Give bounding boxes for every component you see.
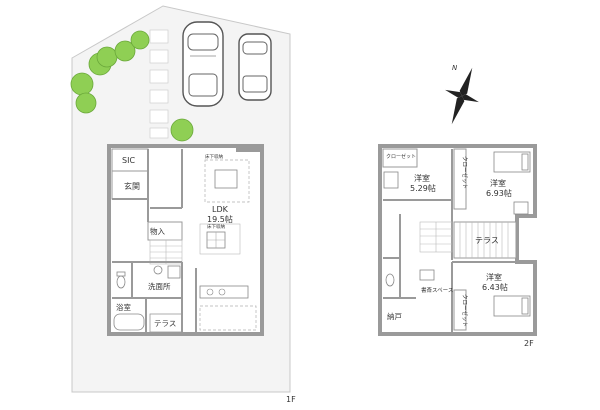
room-label-closet-top: クローゼット (386, 153, 416, 160)
room-label-closet-mid: クローゼット (461, 156, 469, 189)
room-label-floor-storage-b: 床下収納 (207, 223, 225, 230)
room-label-western2: 洋室 (490, 178, 506, 188)
floor1-plan (107, 144, 264, 336)
compass-icon (445, 67, 479, 125)
car-icon (182, 21, 224, 107)
room-label-study: 書斎スペース (421, 286, 453, 294)
floor2-plan (378, 144, 537, 336)
room-label-storage: 物入 (150, 226, 165, 236)
room-label-entrance: 玄関 (124, 181, 140, 191)
room-label-sic: SIC (122, 156, 135, 165)
room-label-western1-area: 5.29帖 (410, 183, 436, 193)
driveway-paving (149, 29, 169, 139)
room-label-western3: 洋室 (486, 272, 502, 282)
floor-label-2f: 2F (524, 339, 534, 348)
floor1-labels: SIC 玄関 LDK 19.5帖 物入 洗面所 浴室 テラス 床下収納 床下収納… (116, 153, 296, 404)
room-label-terrace: テラス (154, 319, 176, 328)
room-label-washroom: 洗面所 (148, 281, 171, 291)
floor2-labels: クローゼット 洋室 5.29帖 クローゼット 洋室 6.93帖 テラス 書斎スペ… (386, 153, 534, 348)
room-label-western1: 洋室 (414, 173, 430, 183)
room-label-western2-area: 6.93帖 (486, 188, 512, 198)
room-label-closet-small: 納戸 (387, 311, 402, 321)
car-icon (238, 33, 272, 101)
room-label-ldk: LDK (212, 205, 229, 214)
room-label-ldk-area: 19.5帖 (207, 214, 233, 224)
room-label-floor-storage-a: 床下収納 (205, 153, 223, 160)
room-label-bath: 浴室 (116, 302, 131, 312)
compass-north-label: N (452, 64, 458, 72)
room-label-closet-low: クローゼット (461, 294, 469, 327)
tree-icon (70, 30, 194, 142)
room-label-western3-area: 6.43帖 (482, 282, 508, 292)
room-label-terrace-2f: テラス (475, 236, 499, 245)
floor-label-1f: 1F (286, 395, 296, 404)
